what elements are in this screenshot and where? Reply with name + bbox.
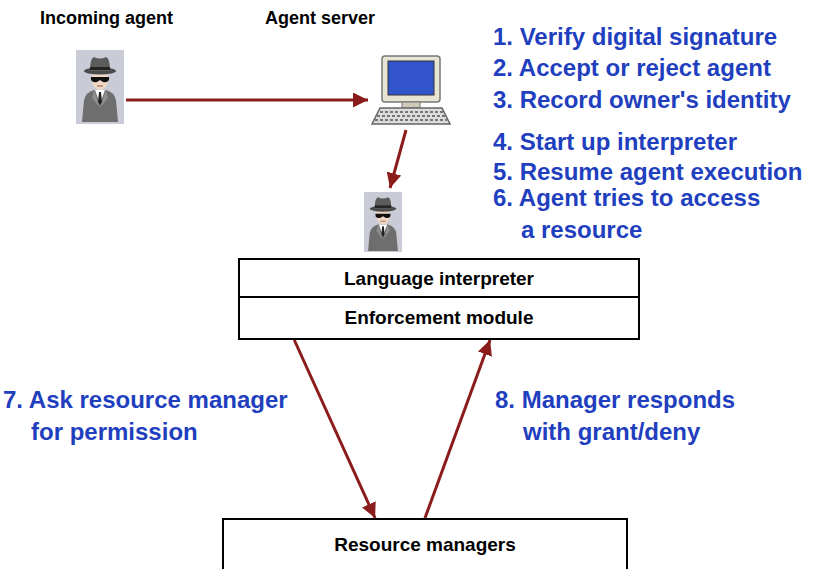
step-text: 5. Resume agent execution (493, 156, 821, 188)
box-text: Resource managers (334, 534, 516, 556)
box-text: Enforcement module (345, 307, 534, 329)
agent-backdrop (364, 192, 402, 252)
process-box: Enforcement module (238, 296, 640, 340)
incoming-agent-icon (82, 57, 118, 122)
step-text: 1. Verify digital signature (493, 21, 821, 53)
step-text: 8. Manager responds with grant/deny (495, 384, 760, 448)
box-text: Language interpreter (344, 268, 534, 290)
step-text: 2. Accept or reject agent (493, 52, 821, 84)
heading-text: Agent server (265, 7, 375, 29)
step-text: 3. Record owner's identity (493, 84, 821, 116)
heading-text: Incoming agent (40, 7, 173, 29)
running-agent-icon (368, 197, 398, 251)
process-box: Resource managers (222, 518, 628, 569)
process-box: Language interpreter (238, 258, 640, 300)
step-text: 4. Start up interpreter (493, 126, 821, 158)
computer-icon (372, 56, 450, 124)
step-text: 7. Ask resource manager for permission (3, 384, 303, 448)
flow-arrow (294, 340, 375, 518)
step-text: 6. Agent tries to access a resource (493, 182, 773, 246)
dispatch-arrow (390, 130, 406, 188)
arrival-arrow (126, 99, 368, 102)
agent-backdrop (76, 50, 124, 124)
flow-arrow (425, 340, 490, 518)
